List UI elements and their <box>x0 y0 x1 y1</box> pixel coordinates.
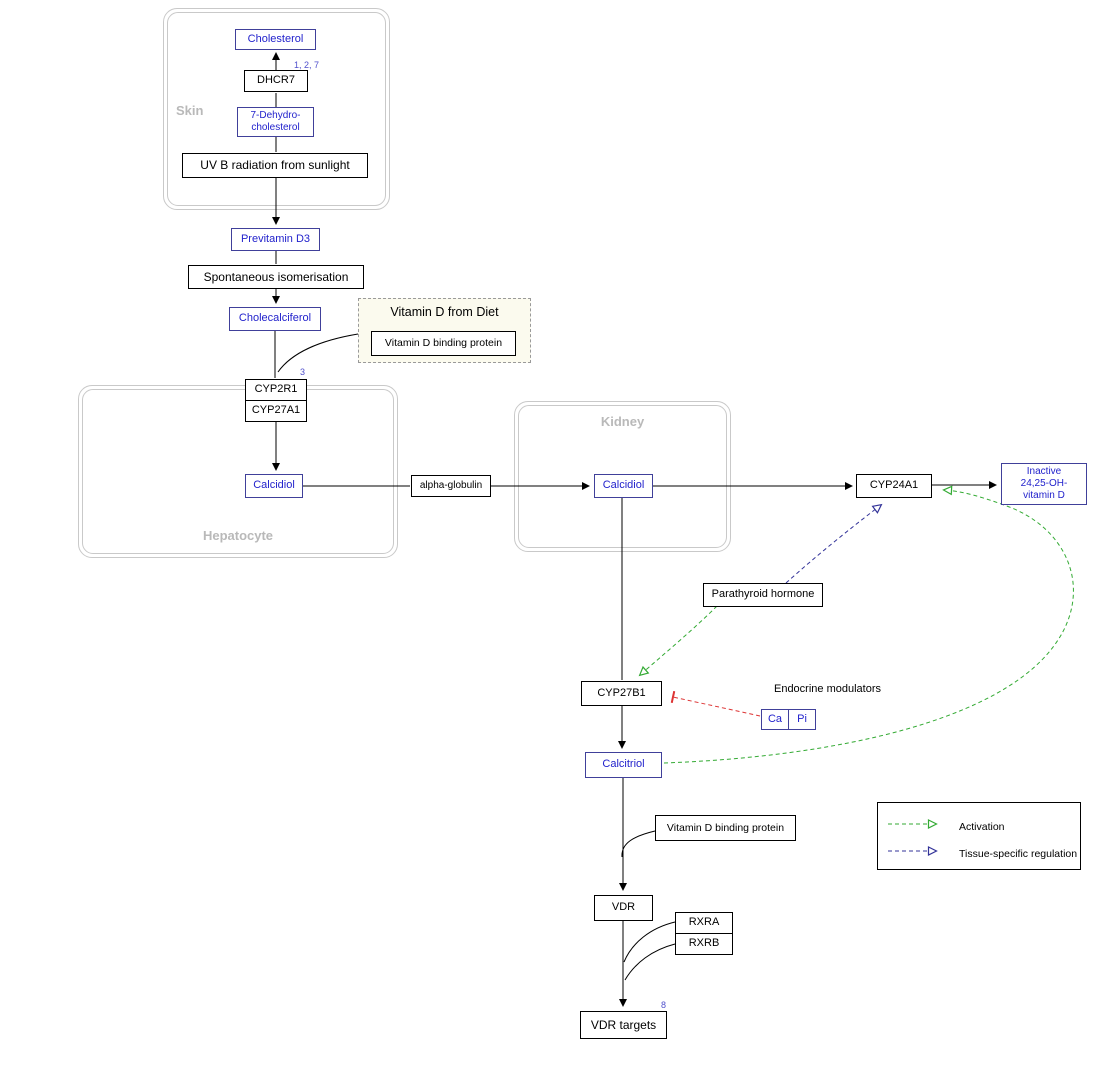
kidney-compartment: Kidney <box>514 401 731 552</box>
node-uvb-radiation[interactable]: UV B radiation from sunlight <box>182 153 368 178</box>
node-vitamin-d-binding-protein[interactable]: Vitamin D binding protein <box>655 815 796 841</box>
node-rxra[interactable]: RXRA <box>675 912 733 934</box>
node-vdr[interactable]: VDR <box>594 895 653 921</box>
endocrine-modulators-label: Endocrine modulators <box>773 682 881 695</box>
edge-rxra-join <box>623 921 676 963</box>
node-calcitriol[interactable]: Calcitriol <box>585 752 662 778</box>
edge-pth-activates-cyp27b1 <box>638 605 718 677</box>
node-parathyroid-hormone[interactable]: Parathyroid hormone <box>703 583 823 607</box>
skin-compartment: Skin <box>163 8 390 210</box>
legend-tissue-label: Tissue-specific regulation <box>959 848 1078 860</box>
node-cholesterol[interactable]: Cholesterol <box>235 29 316 50</box>
node-cholecalciferol[interactable]: Cholecalciferol <box>229 307 321 331</box>
node-7-dehydrocholesterol[interactable]: 7-Dehydro- cholesterol <box>237 107 314 137</box>
edge-pth-regulates-cyp24a1 <box>785 503 883 584</box>
legend: Activation Tissue-specific regulation <box>877 802 1081 870</box>
hepatocyte-compartment: Hepatocyte <box>78 385 398 558</box>
kidney-label: Kidney <box>600 414 645 429</box>
node-pi[interactable]: Pi <box>788 709 816 730</box>
node-calcidiol-kidney[interactable]: Calcidiol <box>594 474 653 498</box>
node-cyp2r1[interactable]: CYP2R1 <box>245 379 307 401</box>
hepatocyte-label: Hepatocyte <box>202 528 274 543</box>
diet-group-title: Vitamin D from Diet <box>390 305 499 319</box>
node-cyp27a1[interactable]: CYP27A1 <box>245 400 307 422</box>
node-ca[interactable]: Ca <box>761 709 789 730</box>
legend-activation-label: Activation <box>959 821 1005 833</box>
node-previtamin-d3[interactable]: Previtamin D3 <box>231 228 320 251</box>
node-alpha-globulin[interactable]: alpha-globulin <box>411 475 491 497</box>
ref-vdr-targets: 8 <box>661 1000 667 1010</box>
edge-diet-join <box>277 333 359 373</box>
node-diet-vitamin-d-binding-protein[interactable]: Vitamin D binding protein <box>371 331 516 356</box>
node-vdr-targets[interactable]: VDR targets <box>580 1011 667 1039</box>
edge-vdbp-join <box>621 830 656 858</box>
node-inactive-2425-oh-vitamin-d[interactable]: Inactive 24,25-OH- vitamin D <box>1001 463 1087 505</box>
edge-rxrb-join <box>624 943 676 981</box>
edge-capi-inhibits-cyp27b1 <box>670 690 761 717</box>
skin-label: Skin <box>176 103 204 118</box>
node-cyp24a1[interactable]: CYP24A1 <box>856 474 932 498</box>
node-dhcr7[interactable]: DHCR7 <box>244 70 308 92</box>
ref-cyp2r1: 3 <box>300 367 306 377</box>
ref-dhcr7: 1, 2, 7 <box>294 60 320 70</box>
node-calcidiol-liver[interactable]: Calcidiol <box>245 474 303 498</box>
node-cyp27b1[interactable]: CYP27B1 <box>581 681 662 706</box>
node-spontaneous-isomerisation[interactable]: Spontaneous isomerisation <box>188 265 364 289</box>
node-rxrb[interactable]: RXRB <box>675 933 733 955</box>
